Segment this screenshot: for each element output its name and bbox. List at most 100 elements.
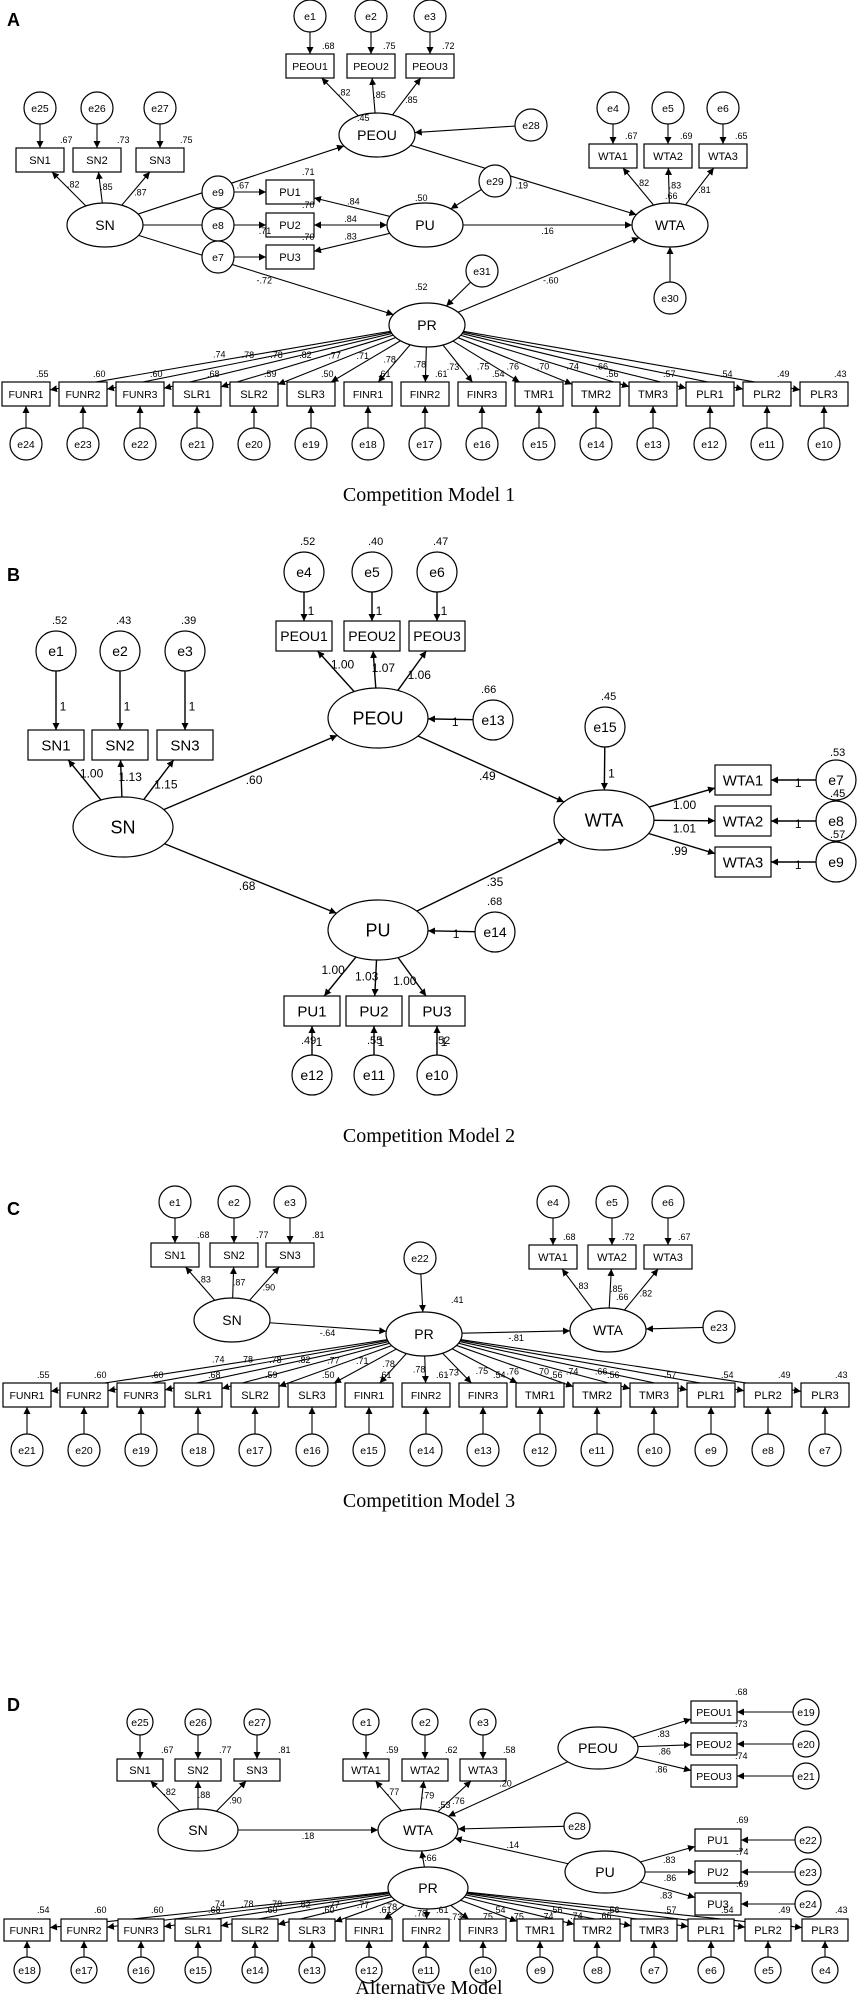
node-shape <box>158 1185 192 1219</box>
error-node-d-e21: e21 <box>792 1762 820 1790</box>
edge-d-peou-to-peou1 <box>632 1717 692 1738</box>
edge-c-wta-to-wta3 <box>623 1268 659 1311</box>
node-label: e21 <box>18 1445 36 1457</box>
edge-c-wta-to-wta1 <box>561 1268 594 1311</box>
error-node-c-e22: e22 <box>403 1241 437 1275</box>
error-node-a-e3: e3 <box>413 0 447 33</box>
node-label: FUNR2 <box>66 1925 101 1937</box>
indicator-node-a-sn2: SN2 <box>72 147 122 173</box>
node-shape <box>60 1918 108 1942</box>
node-label: e15 <box>189 1965 207 1977</box>
node-label: e13 <box>474 1445 492 1457</box>
node-label: e3 <box>424 11 436 23</box>
edge-d-wta-to-wta2 <box>419 1780 427 1810</box>
node-shape <box>459 1918 507 1942</box>
node-shape <box>150 1242 200 1268</box>
node-label: e12 <box>531 1445 549 1457</box>
error-node-c-e23: e23 <box>702 1310 736 1344</box>
indicator-node-a-plr3: PLR3 <box>799 381 849 407</box>
node-label: PEOU <box>357 127 397 143</box>
edge-b-sn-to-sn2 <box>117 759 125 798</box>
node-shape <box>288 1918 336 1942</box>
node-label: PU <box>365 920 390 940</box>
indicator-node-a-pu1: PU1 <box>265 179 315 205</box>
edge-weight-d-pr-to-wta: -.66 <box>421 1853 437 1863</box>
node-label: e5 <box>762 1965 774 1977</box>
node-label: PLR3 <box>810 389 838 401</box>
node-label: SN <box>110 817 135 837</box>
edge-b-pu-to-pu3 <box>397 957 427 997</box>
value-label-c-slr3: .50 <box>322 1370 335 1380</box>
indicator-node-d-peou3: PEOU3 <box>690 1764 738 1788</box>
indicator-node-a-funr3: FUNR3 <box>115 381 165 407</box>
node-label: e17 <box>75 1965 93 1977</box>
latent-node-d-pu: PU <box>564 1850 646 1894</box>
node-shape <box>637 1433 671 1467</box>
error-node-a-e4: e4 <box>596 91 630 125</box>
node-shape <box>327 687 429 749</box>
node-shape <box>72 796 174 858</box>
value-label-d-wta3: .58 <box>503 1745 516 1755</box>
node-label: e16 <box>132 1965 150 1977</box>
edge-weight-d-pr-to-funr3: .78 <box>270 1899 283 1909</box>
indicator-node-b-peou2: PEOU2 <box>343 620 401 652</box>
edge-weight-d-pr-to-tmr3: .74 <box>541 1911 554 1921</box>
node-label: SLR1 <box>184 1925 212 1937</box>
node-shape <box>596 91 630 125</box>
edge-weight-a-pr-to-funr3: .78 <box>270 350 283 360</box>
edge-weight-a-pr-to-finr1: .78 <box>383 354 396 364</box>
node-label: e14 <box>246 1965 264 1977</box>
node-shape <box>411 1708 439 1736</box>
edge-weight-b-sn-to-sn3: 1.15 <box>154 777 178 791</box>
edge-weight-b-sn-to-sn1: 1.00 <box>80 766 104 780</box>
node-label: e19 <box>797 1707 815 1719</box>
latent-node-d-wta: WTA <box>377 1808 459 1852</box>
value-label-a-wta3: .65 <box>735 131 748 141</box>
node-shape <box>287 1382 337 1408</box>
node-shape <box>3 1918 51 1942</box>
node-label: FUNR2 <box>66 1390 101 1402</box>
indicator-node-d-peou2: PEOU2 <box>690 1732 738 1756</box>
edge-c-pr-to-tmr3 <box>458 1342 631 1391</box>
value-label-c-tmr3: .57 <box>664 1370 677 1380</box>
error-node-a-e13: e13 <box>636 427 670 461</box>
node-shape <box>792 1698 820 1726</box>
node-label: FUNR1 <box>9 1390 44 1402</box>
edge-weight-a-sn-to-pr: -.72 <box>256 276 272 286</box>
node-label: e11 <box>418 1965 435 1977</box>
node-shape <box>180 427 214 461</box>
value-label-d-peou1: .68 <box>735 1687 748 1697</box>
edge-weight-b-e14-to-pu: 1 <box>453 927 460 941</box>
indicator-node-b-pu2: PU2 <box>345 995 403 1027</box>
node-label: PEOU3 <box>412 61 448 73</box>
error-node-c-e12: e12 <box>523 1433 557 1467</box>
edge-a-pr-to-tmr2 <box>457 337 573 385</box>
error-node-b-e3: e3 <box>164 630 206 672</box>
node-label: e23 <box>710 1322 728 1334</box>
node-shape <box>690 1732 738 1756</box>
node-shape <box>9 427 43 461</box>
error-node-a-e28: e28 <box>514 108 548 142</box>
node-shape <box>184 1708 212 1736</box>
value-label-d-pu1: .69 <box>736 1815 749 1825</box>
value-label-c-funr2: .60 <box>94 1370 107 1380</box>
node-shape <box>181 1433 215 1467</box>
edge-weight-b-e5-to-peou2: 1 <box>376 604 383 618</box>
edge-weight-d-pr-to-funr1: .74 <box>213 1899 226 1909</box>
node-label: PEOU <box>578 1740 618 1756</box>
node-shape <box>174 1758 222 1782</box>
edge-weight-c-sn-to-sn2: .87 <box>233 1278 246 1288</box>
value-label-d-sn2: .77 <box>219 1745 232 1755</box>
latent-node-a-pu: PU <box>386 202 464 248</box>
value-label-d-tmr2: .56 <box>607 1905 620 1915</box>
node-shape <box>294 427 328 461</box>
edge-weight-b-e15-to-wta: 1 <box>608 767 615 781</box>
edge-weight-c-wta-to-wta1: .83 <box>576 1281 589 1291</box>
node-label: FINR3 <box>467 389 497 401</box>
error-node-a-e8: e8 <box>201 208 235 242</box>
node-label: e18 <box>189 1445 207 1457</box>
error-node-a-e19: e19 <box>294 427 328 461</box>
edge-weight-b-wta-to-wta1: 1.00 <box>673 798 697 812</box>
edge-weight-d-pr-to-tmr1: .75 <box>480 1911 493 1921</box>
